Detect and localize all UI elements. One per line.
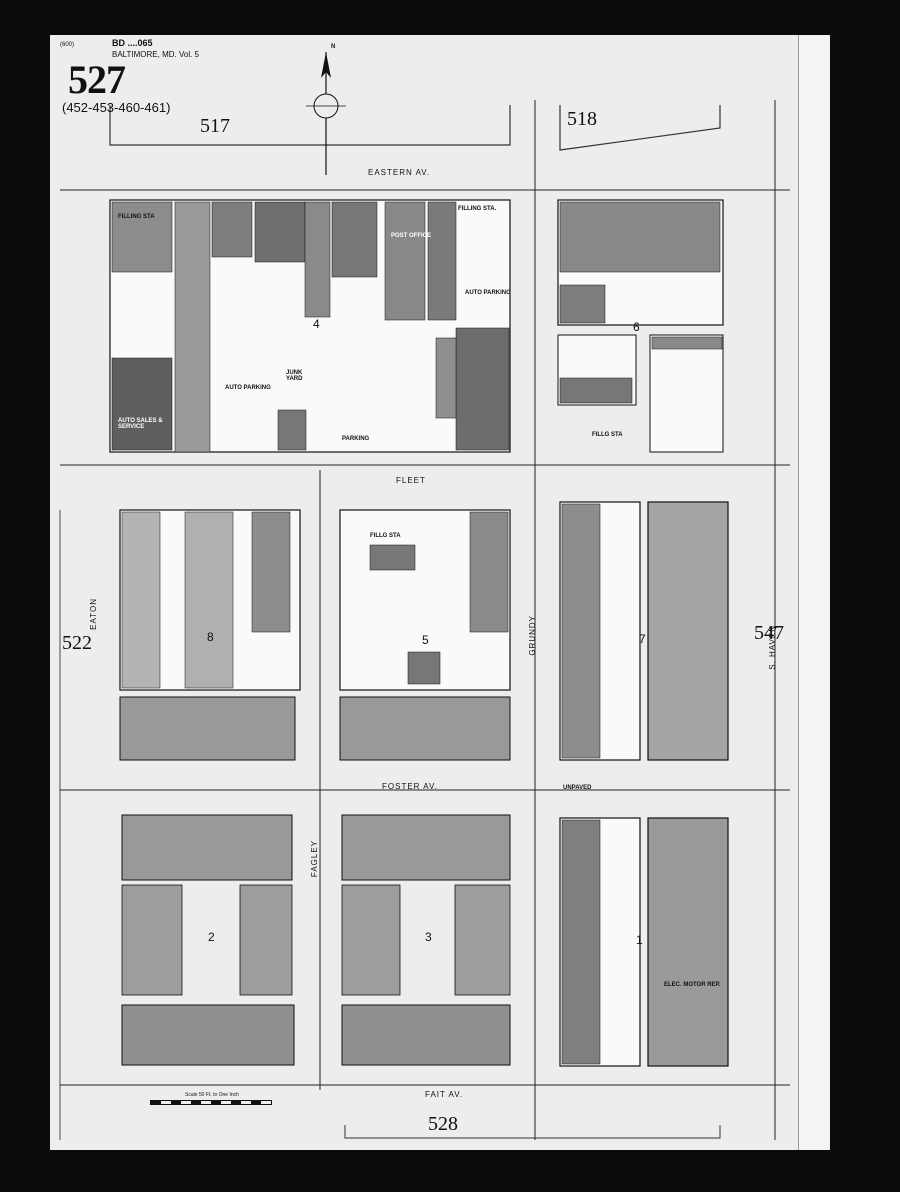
street-fait-av: FAIT AV. <box>425 1090 464 1099</box>
block-number-7: 7 <box>639 632 646 646</box>
sheet-margin-strip <box>798 35 829 1150</box>
block-number-5: 5 <box>422 633 429 647</box>
adjacent-sheet-547: 547 <box>754 622 784 644</box>
north-arrow-icon <box>306 52 346 175</box>
adjacent-sheet-517-outline <box>109 105 511 146</box>
street-foster-av: FOSTER AV. <box>382 782 438 791</box>
label-auto-parking: AUTO PARKING <box>465 290 511 296</box>
scale-bar <box>150 1100 272 1105</box>
label-post-office: POST OFFICE <box>391 233 432 239</box>
label-parking: PARKING <box>342 436 370 442</box>
label-fillg-sta-2: FILLG STA <box>592 432 623 438</box>
label-filling-sta: FILLING STA <box>118 214 155 220</box>
adjacent-sheet-518-outline <box>559 105 721 151</box>
label-junk-yard: JUNK YARD <box>286 370 303 382</box>
volume-code: BD ....065 <box>112 38 153 48</box>
adjacent-sheet-528: 528 <box>428 1113 458 1135</box>
block-number-6: 6 <box>633 320 640 334</box>
page-number: 527 <box>68 57 126 102</box>
adjacent-sheet-522: 522 <box>62 632 92 654</box>
adjacent-sheet-518: 518 <box>567 108 597 130</box>
city-label: BALTIMORE, MD. Vol. 5 <box>112 50 199 59</box>
block-3-outline <box>341 814 511 881</box>
label-fillg-sta: FILLG STA <box>370 533 401 539</box>
street-grundy: GRUNDY <box>528 615 537 656</box>
label-unpaved: UNPAVED <box>563 785 592 791</box>
block-2-outline <box>121 814 293 881</box>
block-number-2: 2 <box>208 930 215 944</box>
plate-references: (452-453-460-461) <box>62 100 171 115</box>
label-auto-sales: AUTO SALES & SERVICE <box>118 418 163 430</box>
scale-label: Scale 50 Ft. to One Inch <box>185 1092 239 1098</box>
label-auto-parking-2: AUTO PARKING <box>225 385 271 391</box>
street-fleet: FLEET <box>396 476 426 485</box>
corner-code: (600) <box>60 42 75 48</box>
block-number-1: 1 <box>636 933 643 947</box>
label-filling-sta-2: FILLING STA. <box>458 206 497 212</box>
block-number-3: 3 <box>425 930 432 944</box>
compass-north-label: N <box>331 44 336 50</box>
adjacent-sheet-528-outline <box>344 1125 721 1139</box>
street-s-haven: S. HAVEN <box>768 625 777 670</box>
street-eaton: EATON <box>89 598 98 630</box>
block-number-8: 8 <box>207 630 214 644</box>
label-elec-motor-rep: ELEC. MOTOR REP. <box>664 982 721 988</box>
adjacent-sheet-517: 517 <box>200 115 230 137</box>
street-eastern-av: EASTERN AV. <box>368 168 431 177</box>
street-fagley: FAGLEY <box>310 840 319 878</box>
block-number-4: 4 <box>313 317 320 331</box>
